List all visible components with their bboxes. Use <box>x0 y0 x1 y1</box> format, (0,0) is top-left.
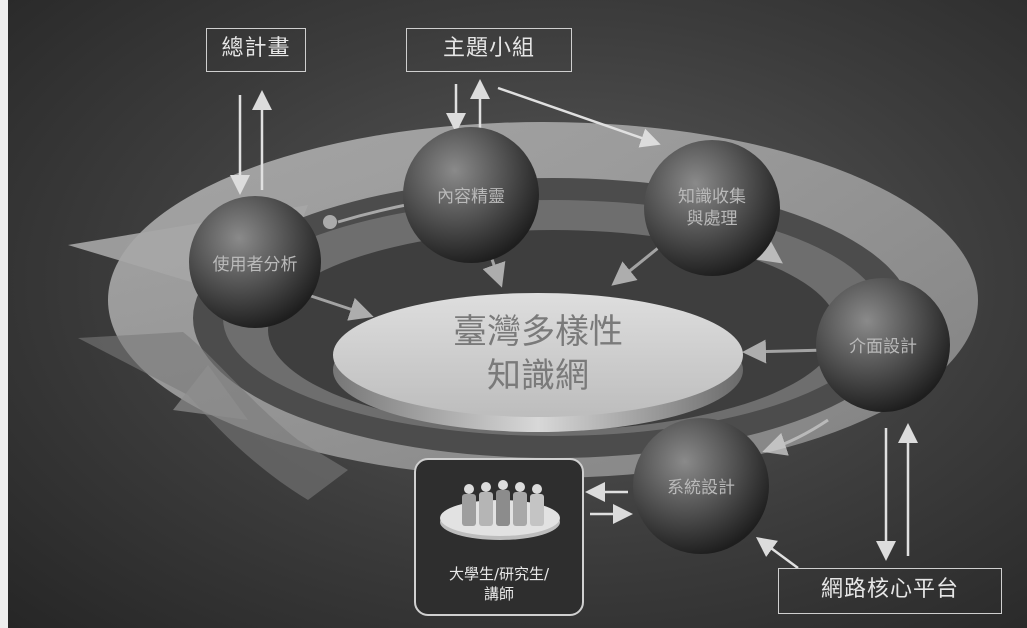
sphere-knowledge-collection <box>644 140 780 276</box>
sphere-label-knowledge-collection: 知識收集 與處理 <box>678 187 746 229</box>
sphere-label-system-design: 系統設計 <box>667 478 735 498</box>
topic-group-label: 主題小組 <box>442 36 535 61</box>
sphere-system-design <box>633 418 769 554</box>
sphere-user-analysis <box>189 196 321 328</box>
participants-label-line2: 講師 <box>483 585 514 603</box>
participants-label: 大學生/研究生/ 講師 <box>416 564 582 604</box>
participants-label-line1: 大學生/研究生/ <box>448 565 550 583</box>
overall-plan-box: 總計畫 <box>206 28 306 72</box>
sphere-label-content-elf: 內容精靈 <box>437 187 505 207</box>
center-title-line2: 知識網 <box>487 356 589 396</box>
sphere-interface-design <box>816 278 950 412</box>
center-title-line1: 臺灣多樣性 <box>453 312 623 352</box>
topic-group-box: 主題小組 <box>406 28 572 72</box>
sphere-content-elf <box>403 127 539 263</box>
diagram-graphics <box>68 79 978 570</box>
sphere-label-user-analysis: 使用者分析 <box>212 255 298 275</box>
people-icon <box>440 480 560 540</box>
center-title: 臺灣多樣性 知識網 <box>388 310 688 398</box>
overall-plan-label: 總計畫 <box>221 36 291 61</box>
center-disc <box>333 293 743 432</box>
platform-label: 網路核心平台 <box>820 577 959 602</box>
diagram-canvas: 總計畫 主題小組 使用者分析 內容精靈 知識收集 與處理 介面設計 系統設計 臺… <box>8 0 1027 628</box>
participants-box: 大學生/研究生/ 講師 <box>414 458 584 616</box>
lower-sweep-arrowhead <box>173 365 248 420</box>
lower-sweep-arrow <box>78 332 348 500</box>
track-node <box>323 215 337 229</box>
sphere-label-interface-design: 介面設計 <box>849 337 917 357</box>
connector-arrows <box>230 79 918 570</box>
platform-box: 網路核心平台 <box>778 568 1002 614</box>
